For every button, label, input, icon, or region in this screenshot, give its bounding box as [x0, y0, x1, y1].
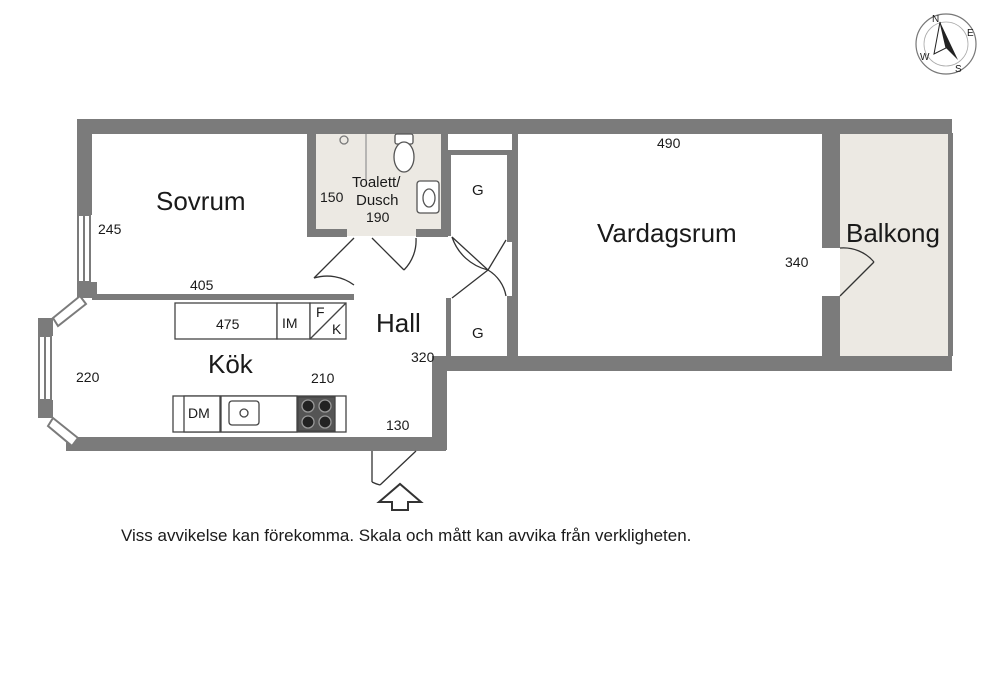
kitchen-bay-wall [38, 318, 53, 418]
balcony-floor [840, 133, 951, 356]
fixture-label-dm: DM [188, 405, 210, 421]
room-label-kok: Kök [208, 349, 254, 379]
svg-text:S: S [955, 64, 962, 75]
dim-kok-depth: 220 [76, 369, 100, 385]
room-label-dusch: Dusch [356, 192, 399, 209]
dim-kok-width: 210 [311, 370, 335, 386]
dim-hall-depth: 320 [411, 349, 435, 365]
compass-icon: N E S W [915, 13, 977, 75]
room-label-sovrum: Sovrum [156, 186, 246, 216]
svg-text:W: W [920, 52, 930, 63]
svg-text:E: E [967, 28, 974, 39]
closet-label-bottom: G [472, 325, 484, 342]
dim-hall-width: 130 [386, 417, 410, 433]
room-label-balkong: Balkong [846, 218, 940, 248]
dim-bath-depth: 150 [320, 189, 344, 205]
room-label-hall: Hall [376, 308, 421, 338]
dim-sovrum-width: 405 [190, 277, 214, 293]
disclaimer-text: Viss avvikelse kan förekomma. Skala och … [121, 526, 692, 545]
fixture-label-f: F [316, 304, 325, 320]
dim-sovrum-depth: 245 [98, 221, 122, 237]
bathroom-fixtures [339, 133, 440, 214]
kitchen-counters [172, 302, 347, 433]
closet-label-top: G [472, 182, 484, 199]
fixture-label-im: IM [282, 315, 298, 331]
entrance-arrow-icon [376, 482, 424, 511]
dim-bath-width: 190 [366, 209, 390, 225]
doors [313, 236, 875, 486]
svg-text:N: N [932, 14, 939, 25]
walls [38, 119, 953, 451]
windows [38, 214, 91, 448]
room-label-vardagsrum: Vardagsrum [597, 218, 737, 248]
fixture-label-k: K [332, 321, 342, 337]
dim-vardagsrum-width: 490 [657, 135, 681, 151]
counter-dimension: 475 [216, 316, 240, 332]
room-label-toalett: Toalett/ [352, 174, 401, 191]
dim-vardagsrum-depth: 340 [785, 254, 809, 270]
